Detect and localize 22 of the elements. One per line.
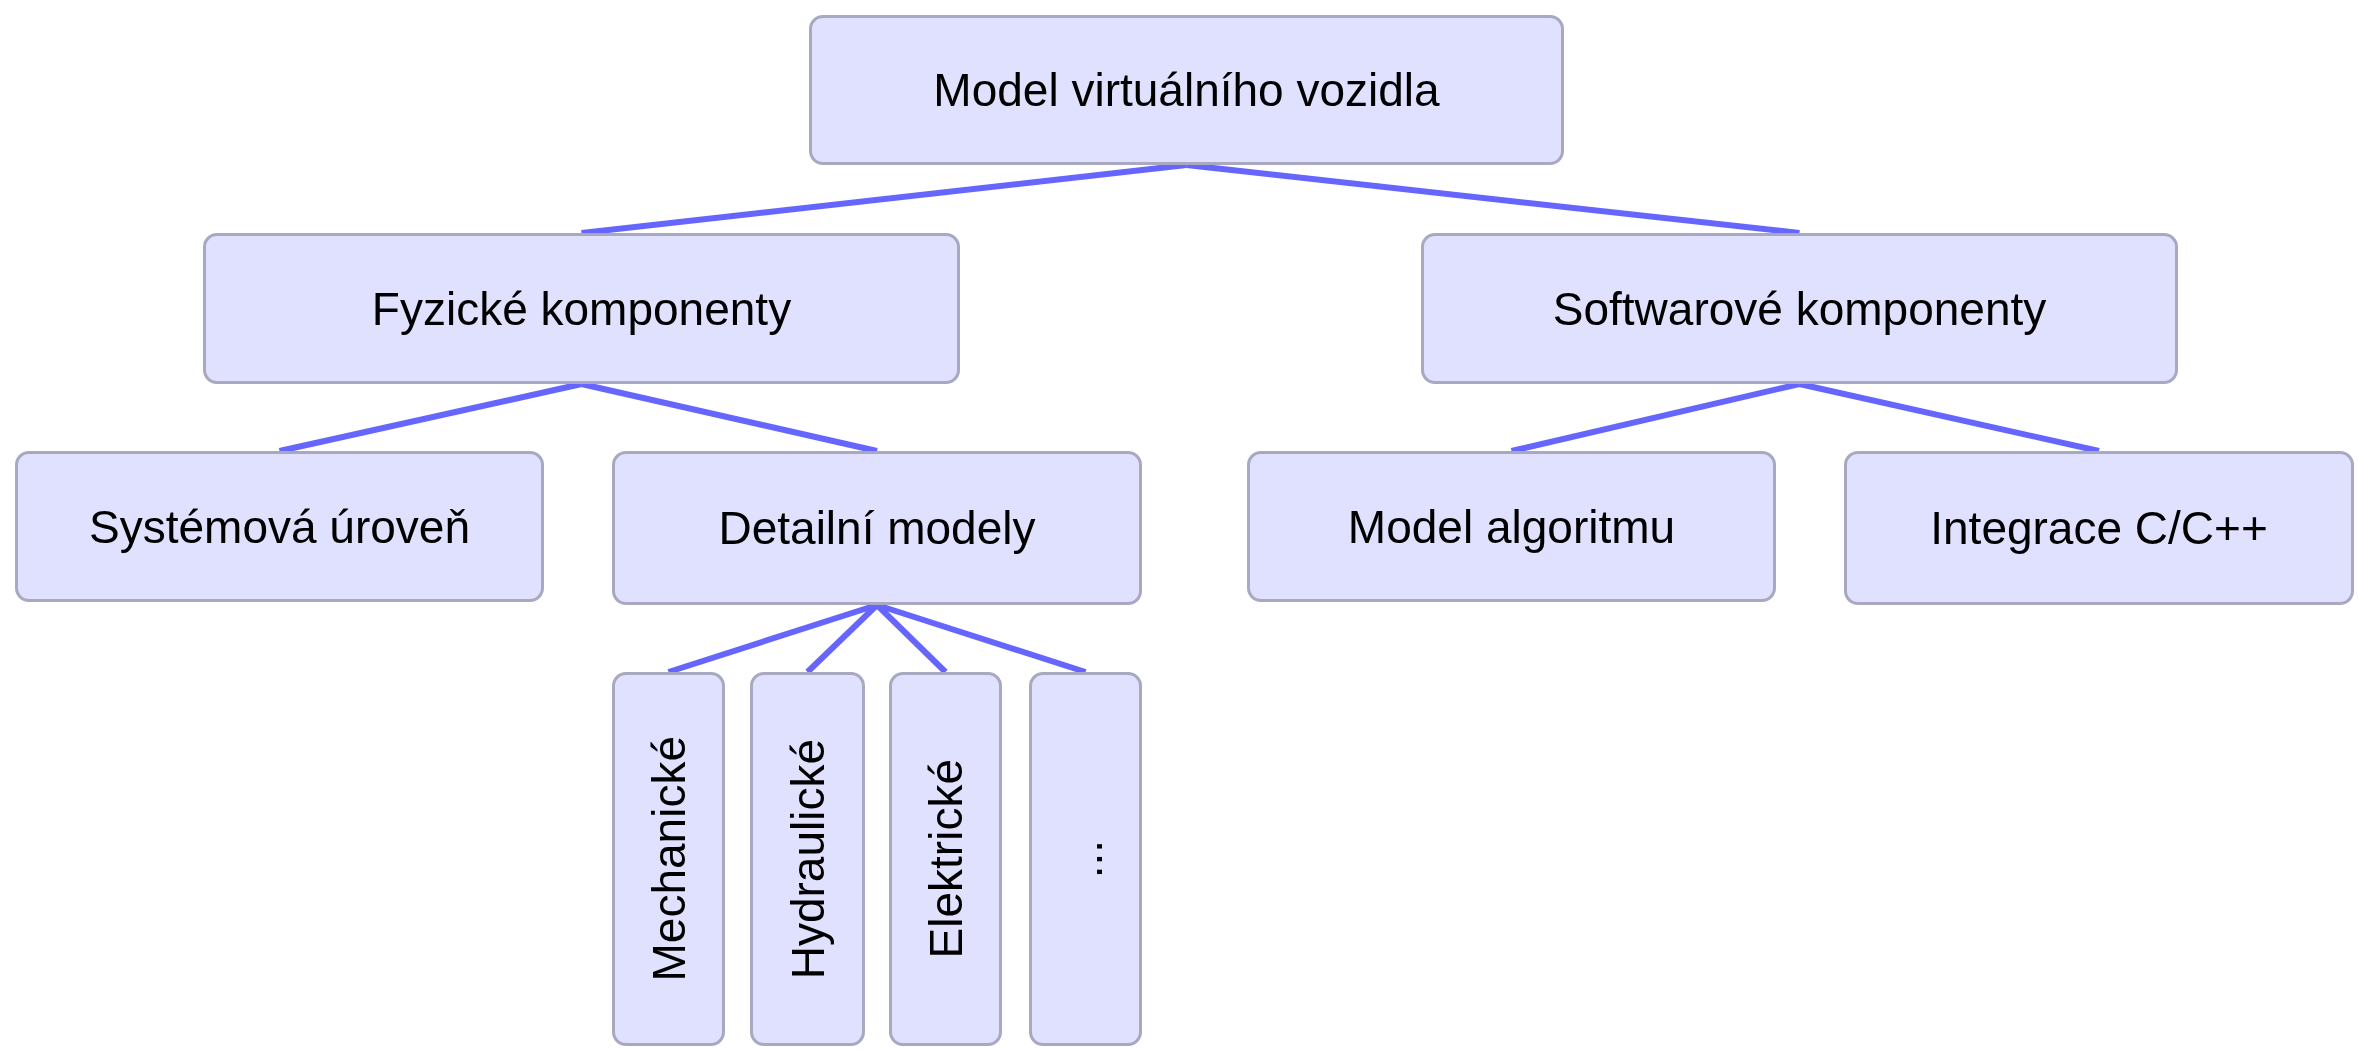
box-label: Elektrické: [918, 759, 973, 959]
box-label: Model algoritmu: [1347, 499, 1676, 554]
box-label: Fyzické komponenty: [371, 281, 792, 336]
category-box: [1029, 672, 1142, 1046]
category-box: [889, 672, 1002, 1046]
category-box: [1844, 451, 2354, 605]
category-box: [203, 233, 960, 384]
box-label: Detailní modely: [718, 501, 1036, 555]
category-box: [809, 15, 1564, 165]
category-box: [612, 451, 1142, 605]
box-label: ...: [1058, 839, 1113, 879]
box-label: Mechanické: [641, 736, 696, 982]
category-box: [1421, 233, 2178, 384]
category-box: [750, 672, 865, 1046]
box-label: Model virtuálního vozidla: [933, 63, 1440, 117]
category-box: [612, 672, 725, 1046]
box-label: Integrace C/C++: [1930, 501, 2268, 555]
box-label: Hydraulické: [780, 738, 835, 980]
category-box: [15, 451, 544, 602]
category-box: [1247, 451, 1776, 602]
box-label: Systémová úroveň: [89, 499, 470, 554]
box-label: Softwarové komponenty: [1552, 281, 2047, 336]
